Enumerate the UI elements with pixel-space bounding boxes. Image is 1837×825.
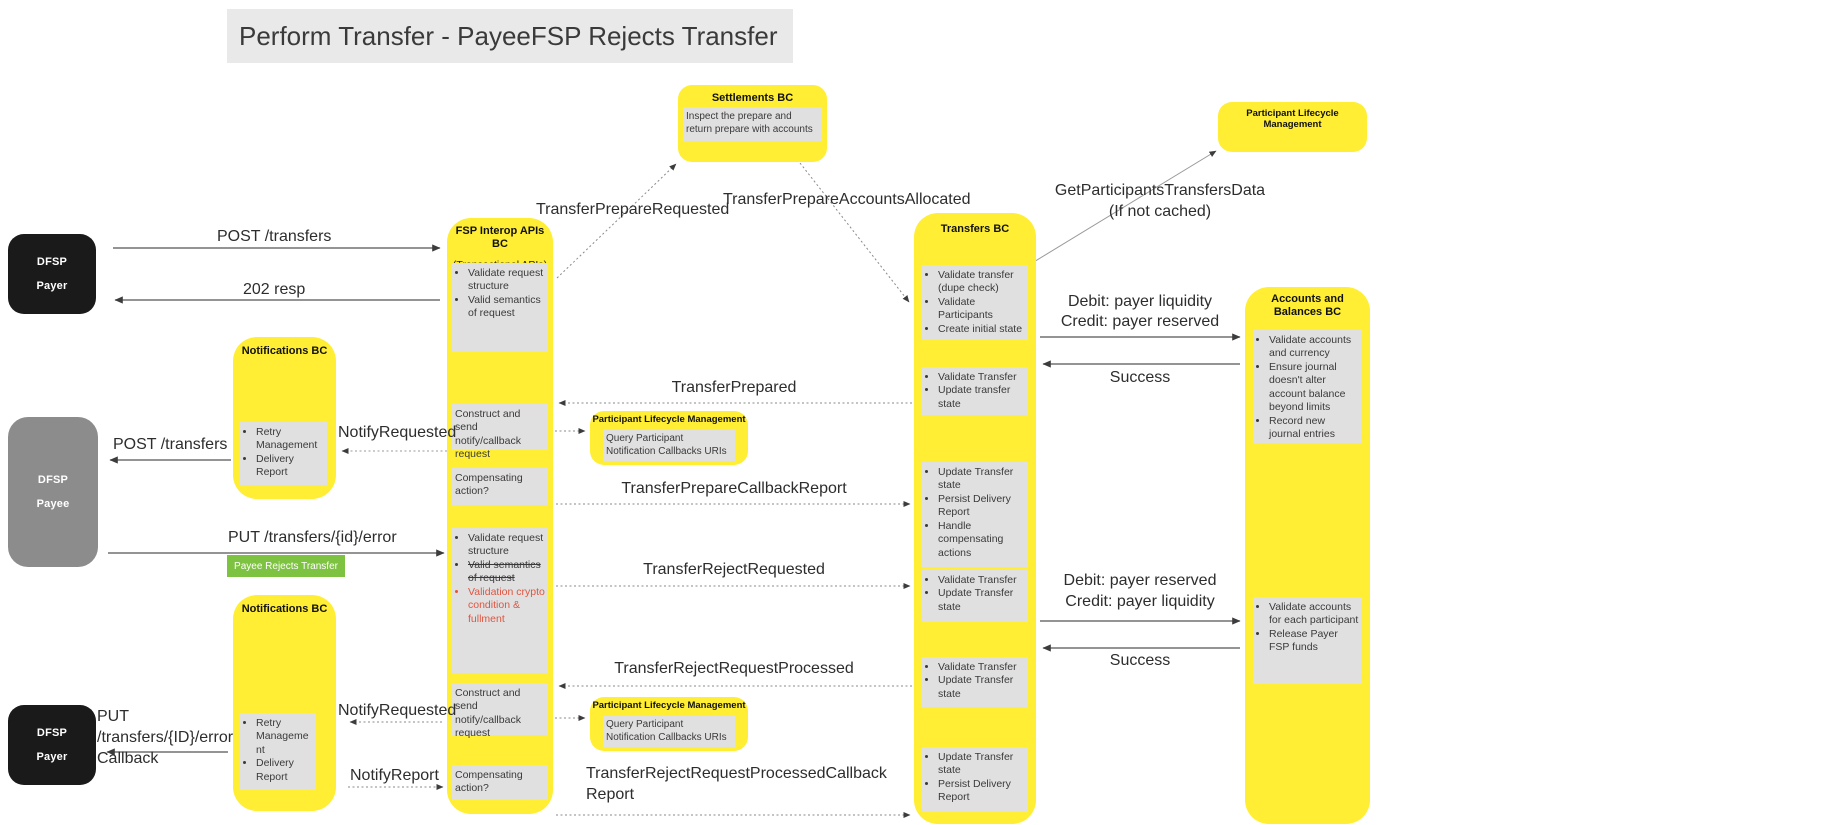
accounts-box-1: Validate accounts and currency Ensure jo…: [1253, 330, 1362, 443]
message-if-not-cached: (If not cached): [1108, 203, 1212, 220]
list-item: Validate request structure: [468, 532, 545, 559]
list-item: Record new journal entries: [1269, 415, 1359, 442]
list-item: Validate request structure: [468, 267, 545, 294]
list-item: Valid semantics of request: [468, 294, 545, 321]
message-transfer-prepare-callback-report: TransferPrepareCallbackReport: [621, 480, 847, 497]
list-item: Handle compensating actions: [938, 520, 1025, 560]
list-item-red: Validation crypto condition & fullment: [468, 586, 545, 626]
payee-rejects-transfer-badge: Payee Rejects Transfer: [227, 555, 345, 577]
actor-label: Payer: [36, 751, 68, 763]
actor-label: DFSP: [36, 727, 68, 739]
plm-mid2-note: Query Participant Notification Callbacks…: [603, 716, 735, 747]
list-item: Delivery Report: [256, 757, 313, 784]
list-item: Validate transfer (dupe check): [938, 269, 1025, 296]
line-transfer-prepare-accounts-allocated: [799, 162, 910, 303]
list-item: Validate Transfer: [938, 574, 1025, 587]
fsp-box-compensating-1: Compensating action?: [452, 468, 548, 505]
transfers-bc-title: Transfers BC: [940, 223, 1010, 235]
fsp-box-construct-notify-1: Construct and send notify/callback reque…: [452, 404, 548, 460]
message-transfer-prepare-accounts-allocated: TransferPrepareAccountsAllocated: [723, 191, 971, 208]
message-notify-requested-2: NotifyRequested: [338, 702, 457, 719]
transfers-box-5: Validate Transfer Update Transfer state: [922, 657, 1028, 707]
actor-label: DFSP: [37, 474, 69, 486]
message-success-1: Success: [1109, 369, 1171, 386]
message-debit-payer-liquidity: Debit: payer liquidity: [1067, 293, 1213, 310]
list-item: Validate Transfer: [938, 661, 1025, 674]
notifications-bc-2-title: Notifications BC: [241, 603, 328, 615]
message-notify-report: NotifyReport: [350, 767, 439, 784]
message-transfer-reject-requested: TransferRejectRequested: [643, 561, 825, 578]
message-post-transfers-1: POST /transfers: [217, 228, 332, 245]
list-item-strikethrough: Valid semantics of request: [468, 559, 545, 586]
list-item: Validate accounts and currency: [1269, 334, 1359, 361]
transfers-box-6: Update Transfer state Persist Delivery R…: [922, 747, 1028, 812]
message-credit-payer-liquidity: Credit: payer liquidity: [1065, 593, 1215, 610]
transfers-box-3: Update Transfer state Persist Delivery R…: [922, 462, 1028, 567]
fsp-box-compensating-2: Compensating action?: [452, 765, 548, 800]
plm-mid2-title: Participant Lifecycle Management: [592, 700, 746, 711]
list-item: Validate Participants: [938, 296, 1025, 323]
notifications-bc-1-items: Retry Management Delivery Report: [240, 422, 327, 485]
fsp-interop-bc-title: FSP Interop APIs BC: [455, 225, 545, 250]
message-transfer-prepared: TransferPrepared: [671, 379, 797, 396]
list-item: Ensure journal doesn't alter account bal…: [1269, 361, 1359, 415]
message-get-participants-transfers-data: GetParticipantsTransfersData: [1054, 182, 1266, 199]
message-credit-payer-reserved: Credit: payer reserved: [1060, 313, 1220, 330]
message-post-transfers-2: POST /transfers: [113, 436, 228, 453]
notifications-bc-1-title: Notifications BC: [241, 345, 328, 357]
message-success-2: Success: [1109, 652, 1171, 669]
list-item: Validate Transfer: [938, 371, 1025, 384]
page-title: Perform Transfer - PayeeFSP Rejects Tran…: [239, 20, 778, 51]
diagram-title-bar: Perform Transfer - PayeeFSP Rejects Tran…: [227, 9, 793, 63]
settlements-bc-title: Settlements BC: [711, 92, 794, 104]
fsp-box-construct-notify-2: Construct and send notify/callback reque…: [452, 683, 548, 739]
fsp-box-validate-request-2: Validate request structure Valid semanti…: [452, 528, 548, 673]
accounts-box-2: Validate accounts for each participant R…: [1253, 597, 1362, 684]
plm-top-box: Participant Lifecycle Management: [1218, 102, 1367, 152]
plm-mid1-note: Query Participant Notification Callbacks…: [603, 430, 735, 461]
list-item: Persist Delivery Report: [938, 493, 1025, 520]
actor-dfsp-payer-top: DFSP Payer: [8, 234, 96, 314]
plm-mid1-title: Participant Lifecycle Management: [592, 414, 746, 425]
message-put-transfers-error: PUT /transfers/{id}/error: [228, 529, 397, 546]
list-item: Retry Management: [256, 717, 313, 757]
message-put-transfers-error-callback: PUT /transfers/{ID}/error Callback: [97, 708, 234, 767]
notifications-bc-2-items: Retry Management Delivery Report: [240, 713, 316, 790]
line-transfer-prepare-requested: [556, 163, 677, 279]
fsp-box-validate-request-1: Validate request structure Valid semanti…: [452, 263, 548, 352]
actor-label: Payer: [36, 280, 68, 292]
actor-dfsp-payer-bottom: DFSP Payer: [8, 705, 96, 785]
list-item: Update Transfer state: [938, 751, 1025, 778]
message-debit-payer-reserved: Debit: payer reserved: [1063, 572, 1217, 589]
actor-label: DFSP: [36, 256, 68, 268]
list-item: Validate accounts for each participant: [1269, 601, 1359, 628]
message-notify-requested-1: NotifyRequested: [338, 424, 457, 441]
list-item: Release Payer FSP funds: [1269, 628, 1359, 655]
message-transfer-prepare-requested: TransferPrepareRequested: [536, 201, 730, 218]
message-transfer-reject-request-processed: TransferRejectRequestProcessed: [614, 660, 854, 677]
plm-top-title: Participant Lifecycle Management: [1246, 108, 1339, 130]
list-item: Delivery Report: [256, 453, 324, 480]
transfers-box-4: Validate Transfer Update Transfer state: [922, 570, 1028, 622]
accounts-balances-bc-title: Accounts and Balances BC: [1271, 293, 1344, 318]
actor-label: Payee: [36, 498, 70, 510]
transfers-box-1: Validate transfer (dupe check) Validate …: [922, 265, 1028, 340]
list-item: Update Transfer state: [938, 587, 1025, 614]
list-item: Retry Management: [256, 426, 324, 453]
settlements-bc-note: Inspect the prepare and return prepare w…: [683, 107, 822, 141]
actor-dfsp-payee: DFSP Payee: [8, 417, 98, 567]
message-202-resp: 202 resp: [243, 281, 306, 298]
list-item: Update transfer state: [938, 384, 1025, 411]
transfers-box-2: Validate Transfer Update transfer state: [922, 367, 1028, 415]
list-item: Update Transfer state: [938, 466, 1025, 493]
message-transfer-reject-processed-callback-report: TransferRejectRequestProcessedCallbackRe…: [586, 765, 887, 803]
list-item: Create initial state: [938, 323, 1025, 336]
list-item: Update Transfer state: [938, 674, 1025, 701]
list-item: Persist Delivery Report: [938, 778, 1025, 805]
